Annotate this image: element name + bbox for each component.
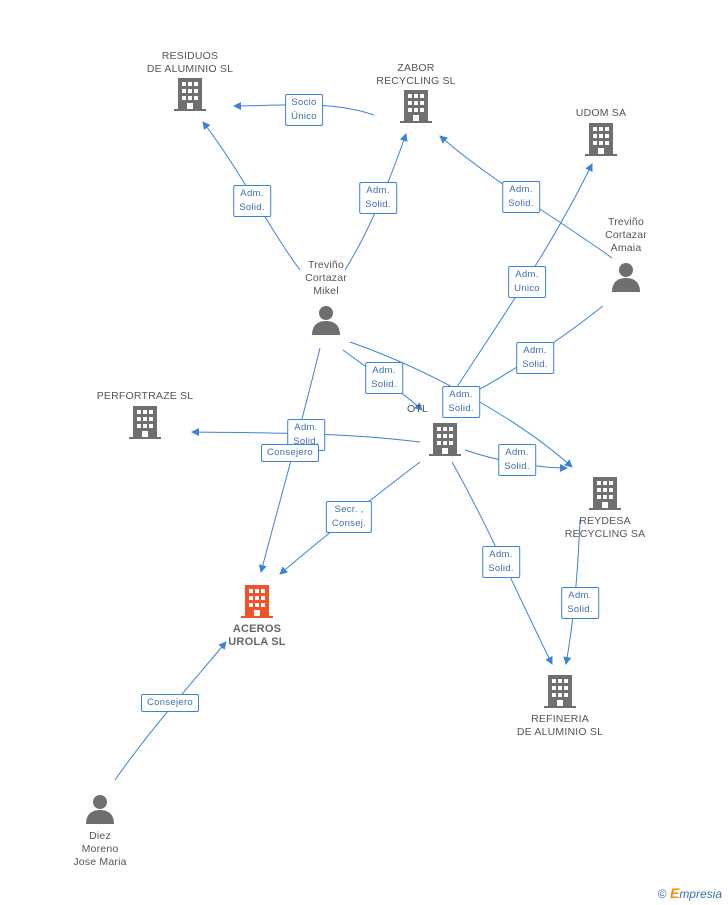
building-icon (544, 675, 576, 708)
edge-mikel-aceros (258, 347, 321, 573)
building-icon (429, 423, 461, 456)
node-amaia[interactable]: Treviño Cortazar Amaia (566, 216, 686, 294)
edge-label-otl-aceros[interactable]: Secr. , Consej. (325, 501, 373, 533)
person-icon (612, 263, 640, 292)
node-reydesa[interactable]: REYDESA RECYCLING SA (545, 474, 665, 541)
node-label: Diez Moreno Jose Maria (73, 830, 127, 868)
edge-label-reydesa-refineria[interactable]: Adm. Solid. (561, 587, 599, 619)
edge-label-zabor-residuos[interactable]: Socio Único (285, 94, 323, 126)
watermark: © Empresia (658, 885, 722, 901)
node-aceros[interactable]: ACEROS UROLA SL (197, 582, 317, 649)
edge-label-mikel-zabor[interactable]: Adm. Solid. (359, 182, 397, 214)
edge-label-amaia-reydesa[interactable]: Adm. Solid. (516, 342, 554, 374)
person-icon (312, 306, 340, 335)
node-label: UDOM SA (575, 107, 627, 119)
node-refineria[interactable]: REFINERIA DE ALUMINIO SL (500, 672, 620, 739)
edge-label-mikel-otl[interactable]: Adm. Solid. (365, 362, 403, 394)
building-icon (241, 585, 273, 618)
building-icon (585, 123, 617, 156)
node-label: ZABOR RECYCLING SL (376, 62, 456, 87)
edge-label-diez-aceros[interactable]: Consejero (140, 694, 200, 712)
node-udom[interactable]: UDOM SA (541, 107, 661, 158)
building-icon (129, 406, 161, 439)
node-label: REYDESA RECYCLING SA (564, 515, 646, 540)
node-zabor[interactable]: ZABOR RECYCLING SL (356, 62, 476, 124)
node-label: REFINERIA DE ALUMINIO SL (516, 713, 604, 738)
building-icon (589, 477, 621, 510)
person-icon (86, 795, 114, 824)
node-label: PERFORTRAZE SL (96, 390, 194, 402)
node-label: OTL (406, 403, 428, 415)
node-otl[interactable]: OTL (372, 403, 432, 416)
edge-label-otl-reydesa[interactable]: Adm. Solid. (498, 444, 536, 476)
node-label: ACEROS UROLA SL (228, 623, 286, 648)
brand-initial: E (669, 885, 680, 901)
node-mikel[interactable]: Treviño Cortazar Mikel (266, 259, 386, 337)
edge-label-mikel-aceros[interactable]: Consejero (260, 444, 320, 462)
node-label: Treviño Cortazar Amaia (605, 216, 647, 254)
edge-label-otl-refineria[interactable]: Adm. Solid. (482, 546, 520, 578)
node-residuos[interactable]: RESIDUOS DE ALUMINIO SL (130, 50, 250, 112)
node-label: Treviño Cortazar Mikel (305, 259, 347, 297)
edge-label-amaia-zabor[interactable]: Adm. Solid. (502, 181, 540, 213)
copyright-symbol: © (657, 887, 667, 901)
node-label: RESIDUOS DE ALUMINIO SL (146, 50, 234, 75)
node-perfortraze[interactable]: PERFORTRAZE SL (85, 390, 205, 441)
edge-label-mikel-residuos[interactable]: Adm. Solid. (233, 185, 271, 217)
building-icon (174, 78, 206, 111)
brand-name: mpresia (679, 887, 722, 901)
edge-label-otl-udom[interactable]: Adm. Unico (508, 266, 546, 298)
node-diez[interactable]: Diez Moreno Jose Maria (40, 792, 160, 869)
edge-label-mikel-reydesa[interactable]: Adm. Solid. (442, 386, 480, 418)
building-icon (400, 90, 432, 123)
